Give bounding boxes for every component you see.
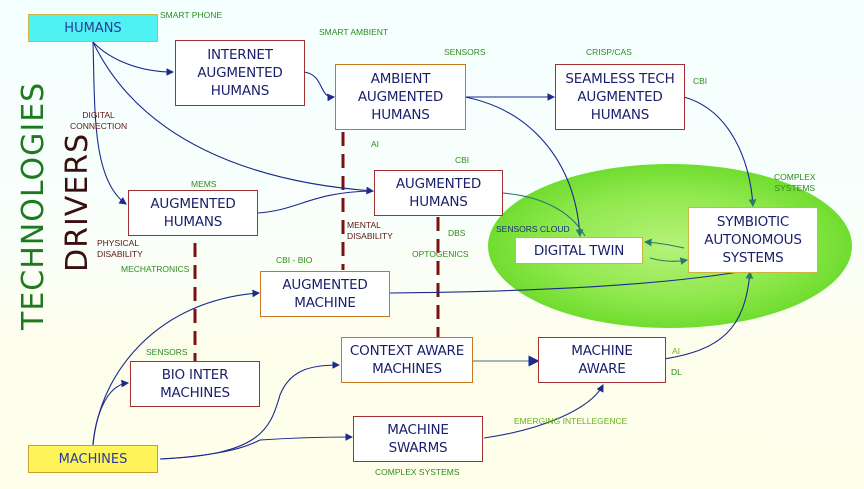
label-cbi-top-right: CBI bbox=[693, 76, 708, 86]
label-complex-systems-right: COMPLEX SYSTEMS bbox=[774, 172, 816, 193]
link-machineaware-symbiotic bbox=[663, 270, 754, 360]
link-internet-ambient bbox=[303, 71, 336, 102]
label-crisp-cas: CRISP/CAS bbox=[586, 47, 632, 57]
label-ai-mid: AI bbox=[371, 139, 380, 149]
label-cbi-bio: CBI - BIO bbox=[276, 255, 313, 265]
label-emerging-intellegence: EMERGING INTELLEGENCE bbox=[514, 416, 628, 426]
link-augmented-machine-symbiotic bbox=[389, 269, 751, 294]
link-augleft-augcenter bbox=[257, 190, 374, 214]
link-swarms-machineaware bbox=[483, 384, 604, 439]
bio-inter-machines-node[interactable]: BIO INTER MACHINES bbox=[130, 361, 260, 407]
link-humans-augmented-left bbox=[92, 41, 127, 205]
ambient-augmented-humans-node[interactable]: AMBIENT AUGMENTED HUMANS bbox=[335, 64, 466, 130]
label-smart-phone: SMART PHONE bbox=[160, 10, 223, 20]
symbiotic-autonomous-systems-node[interactable]: SYMBIOTIC AUTONOMOUS SYSTEMS bbox=[688, 207, 818, 273]
digital-twin-node[interactable]: DIGITAL TWIN bbox=[515, 237, 643, 264]
link-humans-augmented-center bbox=[92, 41, 375, 195]
internet-augmented-humans-node[interactable]: INTERNET AUGMENTED HUMANS bbox=[175, 40, 305, 106]
augmented-machine-node[interactable]: AUGMENTED MACHINE bbox=[260, 271, 390, 317]
link-digitaltwin-symbiotic bbox=[649, 257, 689, 265]
machine-aware-node[interactable]: MACHINE AWARE bbox=[538, 337, 666, 383]
link-humans-internet bbox=[92, 41, 175, 76]
seamless-tech-augmented-humans-node[interactable]: SEAMLESS TECH AUGMENTED HUMANS bbox=[555, 64, 685, 130]
augmented-humans-center-node[interactable]: AUGMENTED HUMANS bbox=[374, 170, 503, 216]
label-dbs: DBS bbox=[448, 228, 466, 238]
label-mems: MEMS bbox=[191, 179, 217, 189]
machine-swarms-node[interactable]: MACHINE SWARMS bbox=[353, 416, 483, 462]
label-optogenics: OPTOGENICS bbox=[412, 249, 469, 259]
machines-root[interactable]: MACHINES bbox=[28, 445, 158, 473]
label-cbi-center: CBI bbox=[455, 155, 470, 165]
label-physical-disability: PHYSICAL DISABILITY bbox=[97, 238, 143, 259]
link-ambient-digitaltwin bbox=[464, 96, 584, 238]
label-digital-connection: DIGITAL CONNECTION bbox=[70, 110, 128, 131]
label-sensors-cloud: SENSORS CLOUD bbox=[496, 224, 570, 234]
link-seamless-symbiotic bbox=[683, 96, 757, 208]
link-augcenter-digitaltwin bbox=[501, 192, 586, 237]
label-sensors-bottom: SENSORS bbox=[146, 347, 188, 357]
label-ai-right: AI bbox=[672, 346, 681, 356]
link-machines-swarms bbox=[159, 433, 354, 460]
label-smart-ambient: SMART AMBIENT bbox=[319, 27, 389, 37]
link-machines-augmented-machine bbox=[92, 289, 261, 446]
label-complex-systems-bottom: COMPLEX SYSTEMS bbox=[375, 467, 460, 477]
label-dl-right: DL bbox=[671, 367, 682, 377]
technologies-title: TECHNOLOGIES bbox=[16, 81, 51, 330]
augmented-humans-left-node[interactable]: AUGMENTED HUMANS bbox=[128, 190, 258, 236]
label-sensors-top: SENSORS bbox=[444, 47, 486, 57]
label-mental-disability: MENTAL DISABILITY bbox=[347, 220, 393, 241]
link-symbiotic-digitaltwin bbox=[643, 238, 685, 249]
drivers-title: DRIVERS bbox=[60, 132, 95, 272]
context-aware-machines-node[interactable]: CONTEXT AWARE MACHINES bbox=[341, 337, 473, 383]
humans-root[interactable]: HUMANS bbox=[28, 14, 158, 42]
label-mechatronics: MECHATRONICS bbox=[121, 264, 190, 274]
link-machines-bio bbox=[92, 379, 130, 446]
